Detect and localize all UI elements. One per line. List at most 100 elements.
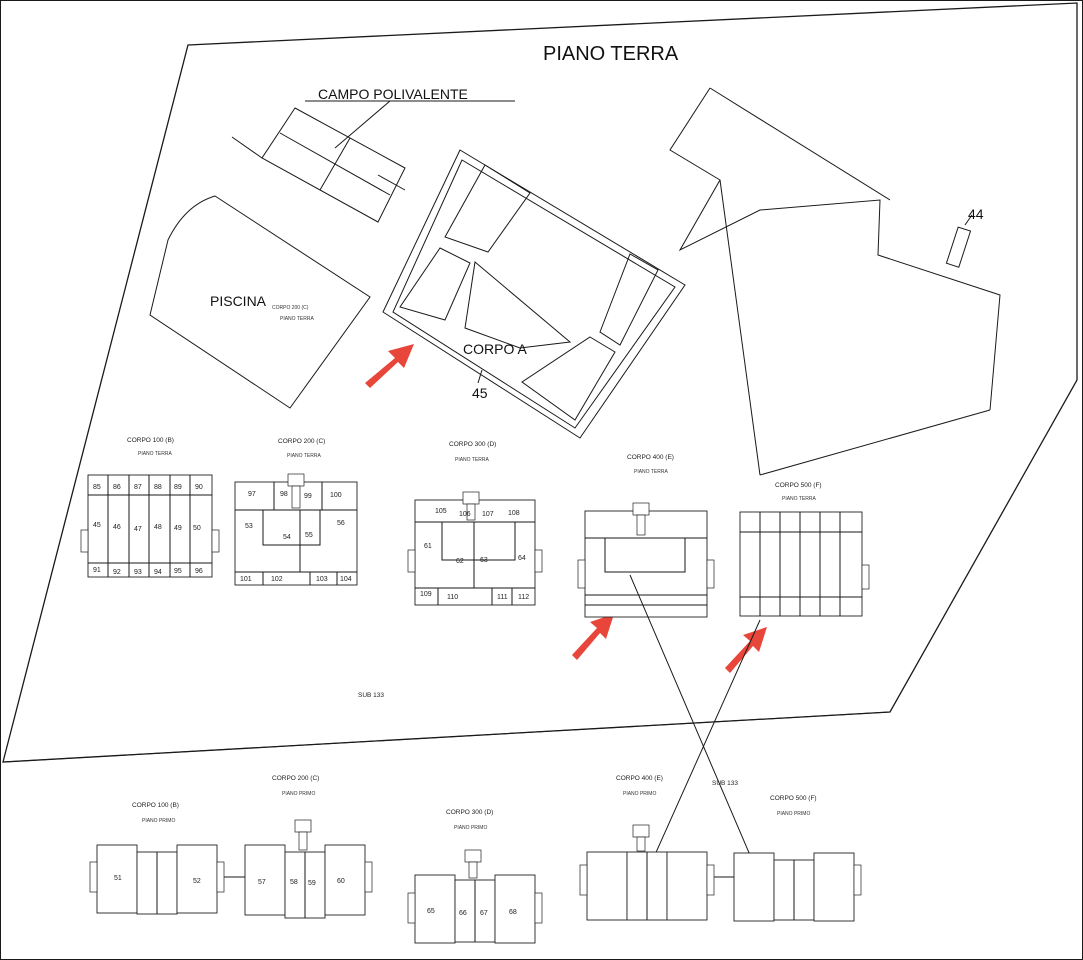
east-wing: 44 xyxy=(669,87,1001,476)
svg-text:CORPO 100 (B): CORPO 100 (B) xyxy=(132,802,179,809)
svg-text:CORPO 500 (F): CORPO 500 (F) xyxy=(775,482,822,489)
svg-text:PIANO TERRA: PIANO TERRA xyxy=(287,453,321,459)
campo-label: CAMPO POLIVALENTE xyxy=(318,86,468,102)
campo-polivalente: CAMPO POLIVALENTE xyxy=(231,86,515,223)
svg-text:46: 46 xyxy=(113,524,121,531)
svg-text:94: 94 xyxy=(154,569,162,576)
svg-text:108: 108 xyxy=(508,510,520,517)
upper-building-corpo-400: CORPO 400 (E) PIANO PRIMO xyxy=(579,775,715,921)
svg-text:PIANO TERRA: PIANO TERRA xyxy=(138,451,172,457)
svg-text:93: 93 xyxy=(134,569,142,576)
svg-text:106: 106 xyxy=(459,511,471,518)
svg-text:PIANO PRIMO: PIANO PRIMO xyxy=(454,825,487,831)
svg-text:48: 48 xyxy=(154,524,162,531)
svg-text:101: 101 xyxy=(240,576,252,583)
svg-text:61: 61 xyxy=(424,543,432,550)
svg-text:105: 105 xyxy=(435,508,447,515)
svg-text:103: 103 xyxy=(316,576,328,583)
svg-text:85: 85 xyxy=(93,484,101,491)
svg-text:CORPO 300 (D): CORPO 300 (D) xyxy=(449,441,496,448)
upper-building-corpo-300: CORPO 300 (D) PIANO PRIMO 65 66 67 68 xyxy=(407,809,543,944)
plan-title: PIANO TERRA xyxy=(543,43,679,65)
sub-133-upper: SUB 133 xyxy=(712,780,738,787)
svg-text:PIANO PRIMO: PIANO PRIMO xyxy=(282,791,315,797)
svg-text:99: 99 xyxy=(304,493,312,500)
svg-text:91: 91 xyxy=(93,567,101,574)
svg-text:PIANO PRIMO: PIANO PRIMO xyxy=(777,811,810,817)
svg-text:87: 87 xyxy=(134,484,142,491)
site-boundary xyxy=(2,2,1078,763)
svg-text:CORPO 400 (E): CORPO 400 (E) xyxy=(627,454,674,461)
svg-text:66: 66 xyxy=(459,910,467,917)
svg-text:60: 60 xyxy=(337,878,345,885)
floor-divider xyxy=(2,711,891,763)
red-arrow-icon xyxy=(725,627,767,673)
svg-text:62: 62 xyxy=(456,558,464,565)
svg-text:PIANO TERRA: PIANO TERRA xyxy=(782,496,816,502)
svg-text:51: 51 xyxy=(114,875,122,882)
svg-text:64: 64 xyxy=(518,555,526,562)
upper-building-corpo-500: CORPO 500 (F) PIANO PRIMO xyxy=(733,795,862,922)
svg-text:45: 45 xyxy=(93,522,101,529)
svg-text:47: 47 xyxy=(134,526,142,533)
svg-text:59: 59 xyxy=(308,880,316,887)
svg-text:PIANO TERRA: PIANO TERRA xyxy=(634,469,668,475)
piscina-corpo-label: CORPO 200 (C) xyxy=(272,305,309,311)
svg-text:CORPO 500 (F): CORPO 500 (F) xyxy=(770,795,817,802)
ground-building-corpo-200: CORPO 200 (C) PIANO TERRA 97 98 99 100 5… xyxy=(234,438,358,586)
piscina-area: PISCINA CORPO 200 (C) PIANO TERRA xyxy=(149,195,371,409)
svg-text:88: 88 xyxy=(154,484,162,491)
svg-text:PIANO PRIMO: PIANO PRIMO xyxy=(142,818,175,824)
svg-text:54: 54 xyxy=(283,534,291,541)
svg-text:104: 104 xyxy=(340,576,352,583)
upper-building-corpo-100: CORPO 100 (B) PIANO PRIMO 51 52 xyxy=(89,802,225,915)
svg-text:90: 90 xyxy=(195,484,203,491)
svg-text:CORPO 200 (C): CORPO 200 (C) xyxy=(278,438,325,445)
svg-text:89: 89 xyxy=(174,484,182,491)
svg-text:CORPO 400 (E): CORPO 400 (E) xyxy=(616,775,663,782)
svg-text:107: 107 xyxy=(482,511,494,518)
upper-building-corpo-200: CORPO 200 (C) PIANO PRIMO 57 58 59 60 xyxy=(244,775,373,919)
svg-text:109: 109 xyxy=(420,591,432,598)
ground-building-corpo-100: CORPO 100 (B) PIANO TERRA 85 86 87 88 89… xyxy=(80,437,220,578)
svg-text:102: 102 xyxy=(271,576,283,583)
ground-building-corpo-400: CORPO 400 (E) PIANO TERRA xyxy=(577,454,715,618)
corpo-a: CORPO A 45 xyxy=(382,149,686,439)
svg-text:PIANO PRIMO: PIANO PRIMO xyxy=(623,791,656,797)
piscina-label: PISCINA xyxy=(210,293,267,309)
svg-text:63: 63 xyxy=(480,557,488,564)
svg-text:67: 67 xyxy=(480,910,488,917)
svg-text:111: 111 xyxy=(497,594,508,601)
svg-text:100: 100 xyxy=(330,492,342,499)
svg-text:65: 65 xyxy=(427,908,435,915)
ground-building-corpo-500: CORPO 500 (F) PIANO TERRA xyxy=(739,482,870,617)
svg-text:PIANO TERRA: PIANO TERRA xyxy=(455,457,489,463)
svg-text:49: 49 xyxy=(174,525,182,532)
svg-text:58: 58 xyxy=(290,879,298,886)
svg-text:95: 95 xyxy=(174,568,182,575)
sub-133-ground: SUB 133 xyxy=(358,692,384,699)
red-arrow-icon xyxy=(365,344,414,388)
piscina-piano-label: PIANO TERRA xyxy=(280,316,314,322)
svg-text:97: 97 xyxy=(248,491,256,498)
svg-text:57: 57 xyxy=(258,879,266,886)
svg-text:68: 68 xyxy=(509,909,517,916)
red-arrow-icon xyxy=(572,614,614,660)
svg-text:55: 55 xyxy=(305,532,313,539)
svg-text:56: 56 xyxy=(337,520,345,527)
corpo-a-number: 45 xyxy=(472,385,488,401)
svg-text:112: 112 xyxy=(518,594,529,601)
svg-text:CORPO 200 (C): CORPO 200 (C) xyxy=(272,775,319,782)
number-44: 44 xyxy=(968,206,984,222)
svg-text:50: 50 xyxy=(193,525,201,532)
svg-text:98: 98 xyxy=(280,491,288,498)
svg-text:96: 96 xyxy=(195,568,203,575)
svg-text:52: 52 xyxy=(193,878,201,885)
svg-text:CORPO 100 (B): CORPO 100 (B) xyxy=(127,437,174,444)
svg-text:110: 110 xyxy=(447,594,458,601)
svg-text:92: 92 xyxy=(113,569,121,576)
svg-text:CORPO 300 (D): CORPO 300 (D) xyxy=(446,809,493,816)
ground-building-corpo-300: CORPO 300 (D) PIANO TERRA 105 106 107 10… xyxy=(407,441,543,606)
svg-text:86: 86 xyxy=(113,484,121,491)
